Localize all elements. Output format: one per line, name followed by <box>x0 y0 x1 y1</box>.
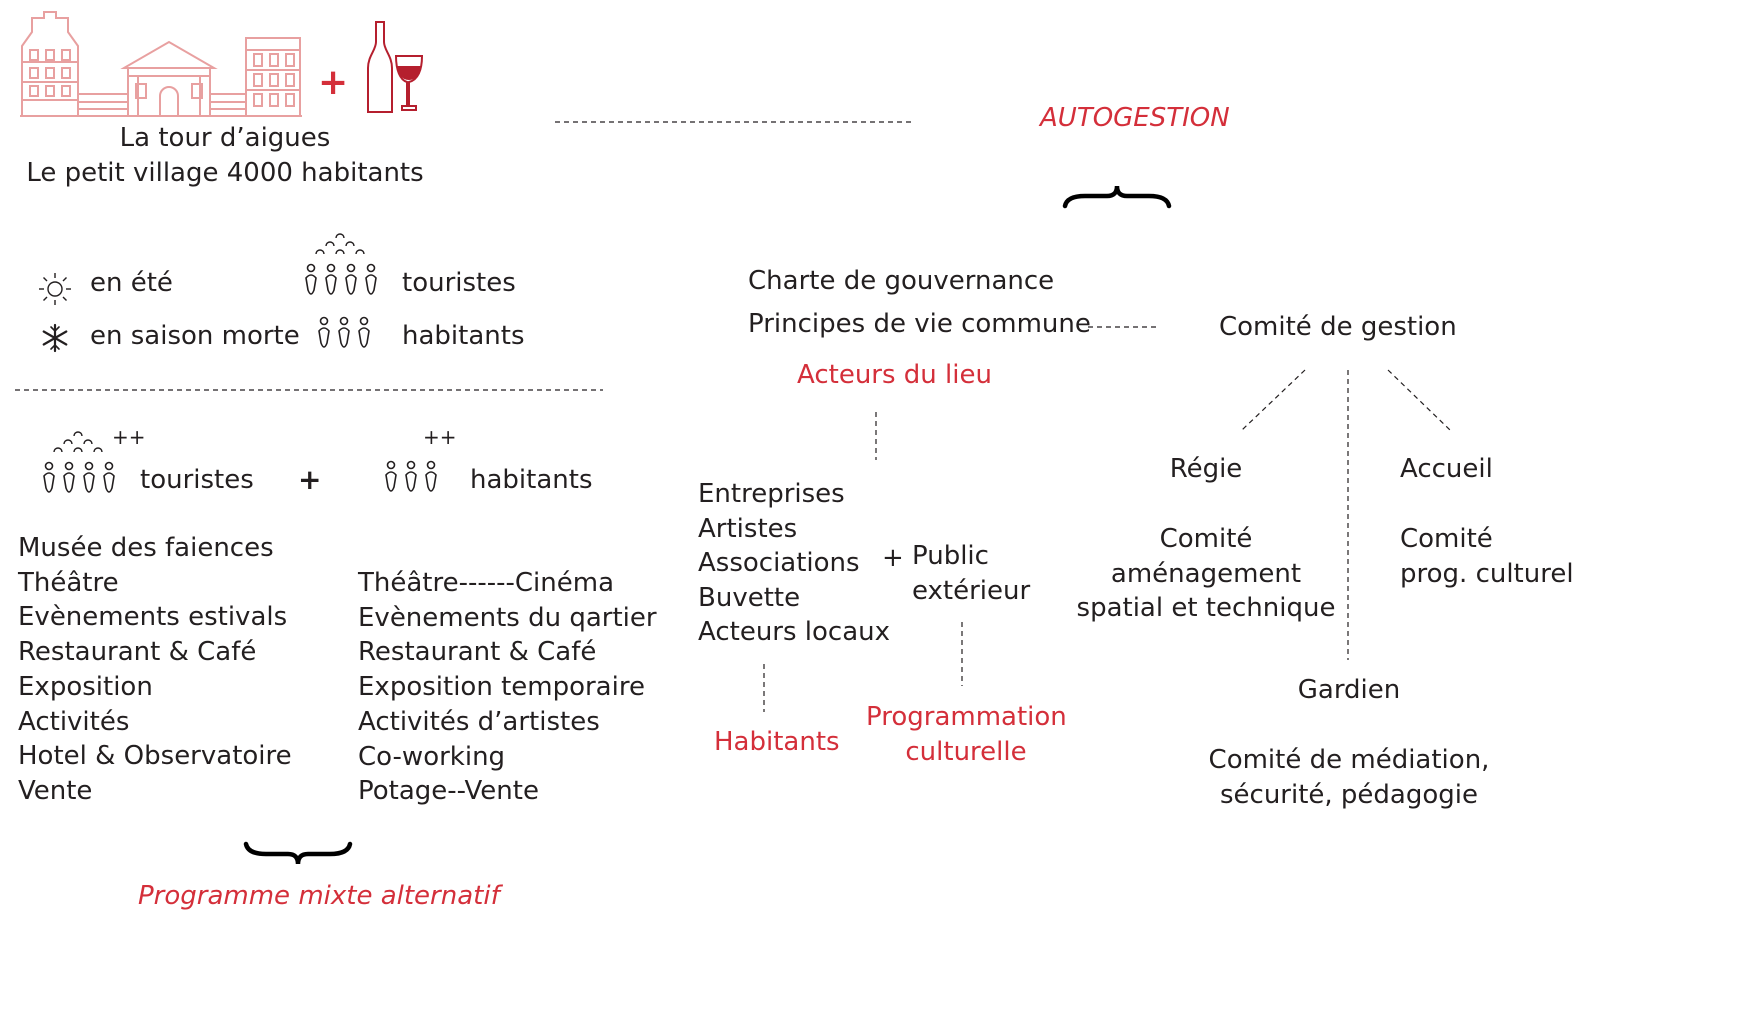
list-item: Associations <box>698 548 860 579</box>
target-plus: + <box>298 463 322 496</box>
list-item: Musée des faiences <box>18 533 274 563</box>
list-item: Restaurant & Café <box>358 637 597 668</box>
committee-line: sécurité, pédagogie <box>1219 780 1479 810</box>
target-residents-label: habitants <box>470 465 593 495</box>
autogestion-label: AUTOGESTION <box>1040 103 1230 133</box>
section-divider <box>15 389 603 391</box>
management-committee-label: Comité de gestion <box>1219 312 1457 342</box>
list-item: Exposition <box>18 671 153 702</box>
charter-label: Charte de gouvernance <box>748 266 1055 296</box>
connector-programmation <box>961 622 963 686</box>
regie-label: Régie <box>1169 454 1243 484</box>
list-item: Théâtre------Cinéma <box>358 568 615 598</box>
habitants-label: Habitants <box>714 727 840 757</box>
committee-line: Comité de médiation, <box>1208 745 1490 775</box>
list-item: Activités d’artistes <box>358 706 600 737</box>
crowd-small-icon <box>385 460 437 492</box>
program-right-list: Théâtre------Cinéma Evènements du qartie… <box>358 566 657 809</box>
committee-line: prog. culturel <box>1400 558 1574 589</box>
list-item: Théâtre <box>18 567 119 598</box>
list-item: Buvette <box>698 582 801 613</box>
list-item: Acteurs locaux <box>698 617 891 648</box>
connector-habitants <box>763 664 765 712</box>
village-name: La tour d’aigues <box>119 123 331 153</box>
list-item: Evènements du qartier <box>358 602 657 633</box>
crowd-small-icon <box>318 316 370 348</box>
connector-acteurs <box>875 412 877 460</box>
list-item: Co-working <box>358 741 506 772</box>
sun-icon <box>39 273 71 305</box>
committee-line: aménagement <box>1110 558 1302 589</box>
list-item: Artistes <box>698 513 798 544</box>
snowflake-icon <box>42 323 68 353</box>
actors-list: Entreprises Artistes Associations Buvett… <box>698 477 890 650</box>
list-item: Activités <box>18 706 130 737</box>
summer-label: en été <box>90 268 173 298</box>
principles-committee-connector <box>1088 326 1158 328</box>
public-line2: extérieur <box>912 576 1031 606</box>
list-item: Entreprises <box>698 479 845 509</box>
header-dashed-connector <box>555 121 911 123</box>
management-connectors <box>1241 369 1451 660</box>
tourists-label: touristes <box>402 268 516 298</box>
wine-bottle-glass-icon <box>367 21 424 113</box>
list-item: Vente <box>18 775 93 806</box>
gardien-committee: Comité de médiation, sécurité, pédagogie <box>1199 743 1499 813</box>
curly-brace-autogestion <box>1062 185 1172 209</box>
building-illustration <box>20 11 302 117</box>
plus-sign: + <box>318 62 349 103</box>
list-item: Exposition temporaire <box>358 672 645 703</box>
village-description: Le petit village 4000 habitants <box>26 158 424 188</box>
residents-label: habitants <box>402 321 525 351</box>
actors-plus: + <box>882 543 904 573</box>
programmation-line1: Programmation <box>866 702 1067 732</box>
list-item: Restaurant & Café <box>18 637 257 668</box>
committee-line: spatial et technique <box>1076 593 1336 624</box>
off-season-label: en saison morte <box>90 321 300 351</box>
principles-label: Principes de vie commune <box>748 309 1091 339</box>
residents-plusplus: ++ <box>423 425 457 449</box>
accueil-committee: Comité prog. culturel <box>1400 522 1574 591</box>
committee-line: Comité <box>1159 524 1253 554</box>
programmation-line2: culturelle <box>905 737 1027 767</box>
regie-committee: Comité aménagement spatial et technique <box>1076 522 1336 626</box>
tourists-plusplus: ++ <box>112 425 146 449</box>
public-line1: Public <box>912 541 989 571</box>
target-tourists-label: touristes <box>140 465 254 495</box>
list-item: Hotel & Observatoire <box>18 741 292 772</box>
acteurs-du-lieu-label: Acteurs du lieu <box>797 360 992 390</box>
accueil-label: Accueil <box>1400 454 1493 484</box>
program-left-list: Musée des faiences Théâtre Evènements es… <box>18 531 292 809</box>
list-item: Evènements estivals <box>18 602 288 633</box>
crowd-large-icon <box>305 233 377 295</box>
curly-brace-programme <box>243 841 353 865</box>
crowd-large-icon <box>43 431 115 493</box>
programme-label: Programme mixte alternatif <box>138 881 500 911</box>
gardien-label: Gardien <box>1297 675 1401 705</box>
list-item: Potage--Vente <box>358 776 539 807</box>
committee-line: Comité <box>1400 524 1493 554</box>
